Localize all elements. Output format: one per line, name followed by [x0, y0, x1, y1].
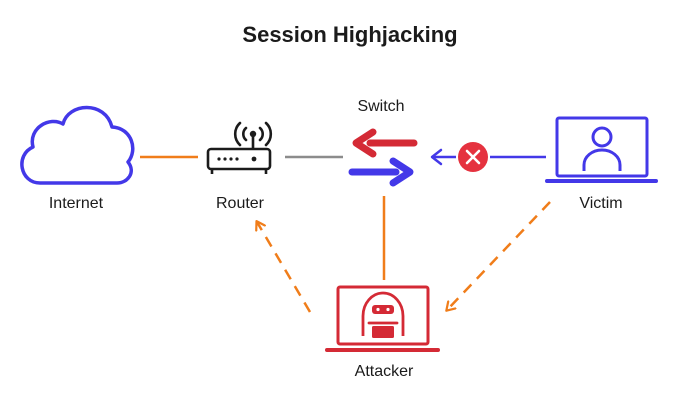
switch-label: Switch: [357, 98, 404, 115]
dashed-victim-attacker: [447, 201, 551, 310]
victim-label: Victim: [579, 195, 622, 212]
attacker-label: Attacker: [355, 363, 414, 380]
blocked-x-icon: [458, 142, 488, 172]
router-icon: [206, 121, 273, 174]
internet-label: Internet: [49, 195, 104, 212]
dashed-attacker-router: [257, 222, 312, 313]
switch-arrows-icon: [348, 128, 418, 187]
laptop-hacker-icon: [325, 285, 440, 352]
blue-arrowhead: [430, 148, 443, 166]
cloud-icon: [20, 105, 135, 185]
laptop-user-icon: [545, 116, 658, 183]
diagram-title: Session Highjacking: [242, 22, 457, 47]
router-label: Router: [216, 195, 265, 212]
